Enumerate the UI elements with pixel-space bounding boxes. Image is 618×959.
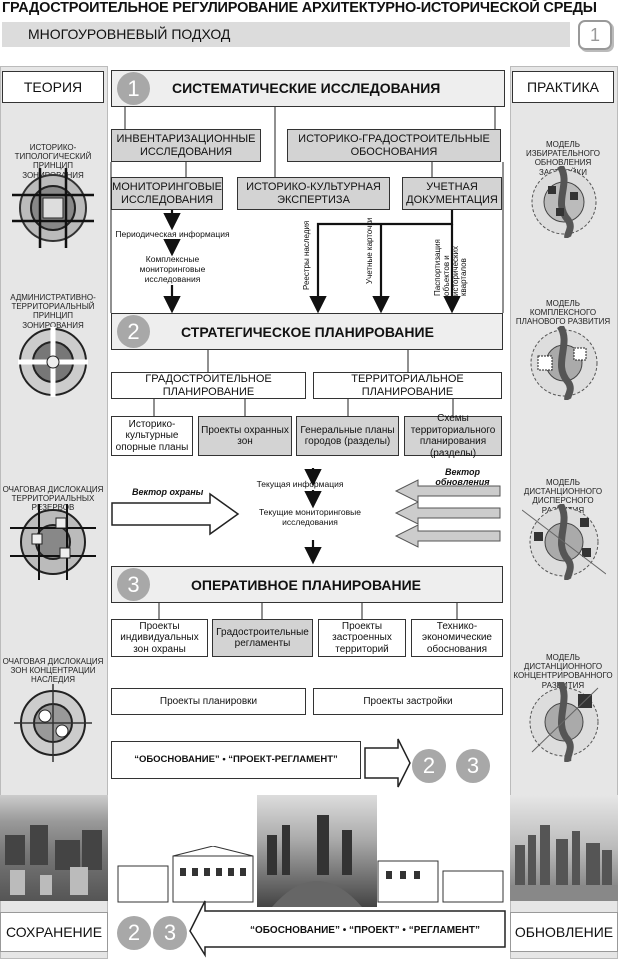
s1-box-historic-urban: ИСТОРИКО-ГРАДОСТРОИТЕЛЬНЫЕ ОБОСНОВАНИЯ bbox=[287, 129, 501, 162]
page-title: ГРАДОСТРОИТЕЛЬНОЕ РЕГУЛИРОВАНИЕ АРХИТЕКТ… bbox=[2, 0, 597, 16]
zoning-diagram-3 bbox=[10, 504, 96, 580]
section-2-number: 2 bbox=[117, 315, 150, 348]
periodic-info-label: Периодическая информация bbox=[115, 229, 230, 239]
photo-historic-city bbox=[0, 795, 108, 901]
zoning-diagram-2 bbox=[18, 327, 88, 397]
s2-box-reference-plans: Историко-культурные опорные планы bbox=[111, 416, 193, 456]
s1-box-monitoring: МОНИТОРИНГОВЫЕ ИССЛЕДОВАНИЯ bbox=[111, 177, 223, 210]
theory-label-4: ОЧАГОВАЯ ДИСЛОКАЦИЯ ЗОН КОНЦЕНТРАЦИИ НАС… bbox=[2, 657, 104, 685]
s1-box-expertise: ИСТОРИКО-КУЛЬТУРНАЯ ЭКСПЕРТИЗА bbox=[237, 177, 390, 210]
photo-skyline bbox=[510, 795, 618, 901]
model-diagram-1 bbox=[531, 166, 597, 238]
vertical-label-registers: Реестры наследия bbox=[302, 220, 311, 290]
section-3-header bbox=[111, 566, 503, 603]
photo-city-panorama bbox=[257, 795, 377, 907]
s3-box-individual-zones: Проекты индивидуальных зон охраны bbox=[111, 619, 208, 657]
vector-protection-label: Вектор охраны bbox=[132, 487, 204, 497]
bottom-right-label-box: ОБНОВЛЕНИЕ bbox=[510, 912, 618, 952]
s3-box-built-territories: Проекты застроенных территорий bbox=[318, 619, 406, 657]
current-monitoring-label: Текущие мониторинговые исследования bbox=[258, 507, 362, 528]
current-info-label: Текущая информация bbox=[256, 479, 344, 489]
s3-circle-2: 2 bbox=[412, 749, 446, 783]
vertical-label-passports: Паспортизация объектов и исторических кв… bbox=[433, 239, 469, 296]
s3-slogan-text: “ОБОСНОВАНИЕ” • “ПРОЕКТ-РЕГЛАМЕНТ” bbox=[134, 753, 338, 765]
section-3-title: ОПЕРАТИВНОЕ ПЛАНИРОВАНИЕ bbox=[191, 577, 422, 593]
practice-label-2: МОДЕЛЬ КОМПЛЕКСНОГО ПЛАНОВОГО РАЗВИТИЯ bbox=[515, 299, 611, 327]
page-subtitle: МНОГОУРОВНЕВЫЙ ПОДХОД bbox=[28, 26, 231, 42]
section-2-header bbox=[111, 313, 503, 350]
theory-label-3: ОЧАГОВАЯ ДИСЛОКАЦИЯ ТЕРРИТОРИАЛЬНЫХ РЕЗЕ… bbox=[2, 485, 104, 513]
s1-box-inventory: ИНВЕНТАРИЗАЦИОННЫЕ ИССЛЕДОВАНИЯ bbox=[111, 129, 261, 162]
complex-monitoring-label: Комплексные мониторинговые исследования bbox=[139, 254, 206, 285]
section-1-number: 1 bbox=[117, 72, 150, 105]
zoning-diagram-4 bbox=[14, 684, 92, 762]
s3-slogan: “ОБОСНОВАНИЕ” • “ПРОЕКТ-РЕГЛАМЕНТ” bbox=[111, 741, 361, 779]
section-2-title: СТРАТЕГИЧЕСКОЕ ПЛАНИРОВАНИЕ bbox=[181, 324, 434, 340]
model-diagram-3 bbox=[522, 504, 606, 580]
model-diagram-4 bbox=[529, 682, 599, 762]
vertical-label-cards: Учетные карточки bbox=[365, 217, 374, 284]
bottom-circle-3: 3 bbox=[153, 916, 187, 950]
bottom-right-label: ОБНОВЛЕНИЕ bbox=[514, 924, 614, 940]
bottom-left-label-box: СОХРАНЕНИЕ bbox=[0, 912, 108, 952]
subtitle-bar bbox=[2, 22, 570, 47]
s2-group-territorial: ТЕРРИТОРИАЛЬНОЕ ПЛАНИРОВАНИЕ bbox=[313, 372, 502, 399]
s2-box-territorial-schemes: Схемы территориального планирования (раз… bbox=[404, 413, 502, 459]
s3-box-planning-projects: Проекты планировки bbox=[111, 688, 306, 715]
s2-group-urban: ГРАДОСТРОИТЕЛЬНОЕ ПЛАНИРОВАНИЕ bbox=[111, 372, 306, 399]
s3-circle-3: 3 bbox=[456, 749, 490, 783]
bottom-left-label: СОХРАНЕНИЕ bbox=[5, 924, 103, 940]
vector-renewal-label: Вектор обновления bbox=[435, 467, 490, 487]
left-column-title: ТЕОРИЯ bbox=[2, 71, 104, 103]
section-1-header bbox=[111, 70, 505, 107]
s2-box-protection-zones: Проекты охранных зон bbox=[198, 416, 292, 456]
model-diagram-2 bbox=[530, 326, 598, 400]
bottom-circle-2: 2 bbox=[117, 916, 151, 950]
s3-box-development-projects: Проекты застройки bbox=[313, 688, 503, 715]
s3-box-regulations: Градостроительные регламенты bbox=[212, 619, 313, 657]
s1-box-documentation: УЧЕТНАЯ ДОКУМЕНТАЦИЯ bbox=[402, 177, 502, 210]
page-number-badge: 1 bbox=[578, 20, 612, 50]
zoning-diagram-1 bbox=[12, 168, 94, 248]
s2-box-master-plans: Генеральные планы городов (разделы) bbox=[296, 416, 399, 456]
theory-label-2: АДМИНИСТРАТИВНО-ТЕРРИТОРИАЛЬНЫЙ ПРИНЦИП … bbox=[10, 293, 96, 330]
s3-box-feasibility: Технико-экономические обоснования bbox=[411, 619, 503, 657]
street-facades-drawing bbox=[117, 846, 504, 903]
section-1-title: СИСТЕМАТИЧЕСКИЕ ИССЛЕДОВАНИЯ bbox=[172, 80, 441, 96]
section-3-number: 3 bbox=[117, 568, 150, 601]
bottom-slogan: “ОБОСНОВАНИЕ” • “ПРОЕКТ” • “РЕГЛАМЕНТ” bbox=[249, 925, 481, 936]
page-number: 1 bbox=[589, 24, 600, 45]
right-column-title: ПРАКТИКА bbox=[512, 71, 614, 103]
